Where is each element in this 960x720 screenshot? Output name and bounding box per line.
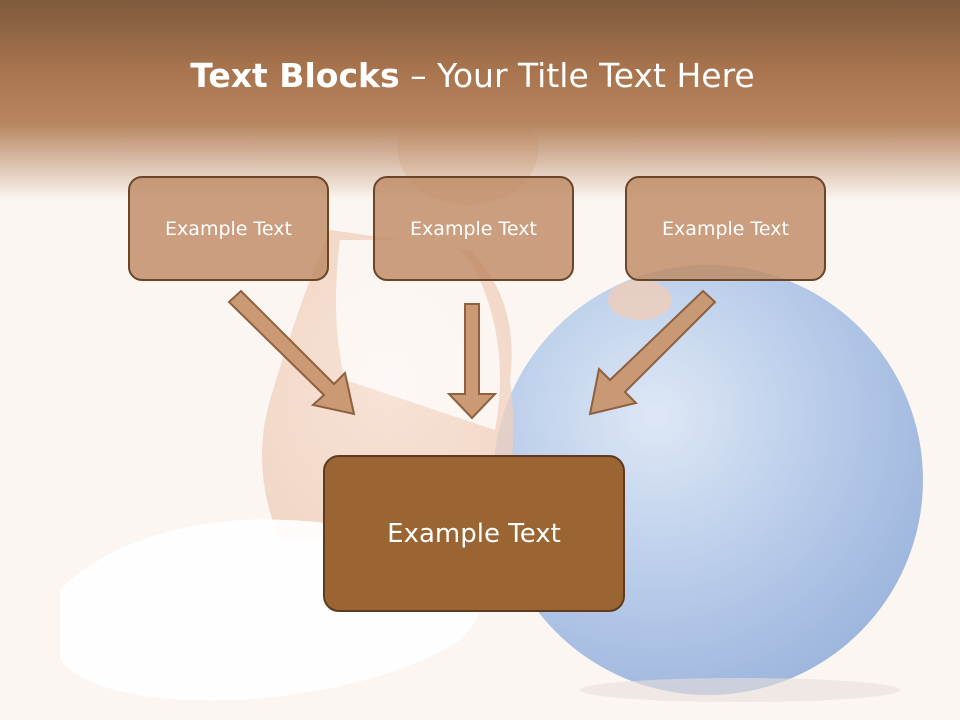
example-text-block-3: Example Text xyxy=(625,176,826,281)
title-rest: Your Title Text Here xyxy=(437,56,755,95)
arrow-right-shape xyxy=(588,289,717,416)
main-block-label: Example Text xyxy=(387,518,561,549)
block-1-label: Example Text xyxy=(165,217,292,240)
slide-title: Text Blocks – Your Title Text Here xyxy=(0,52,945,100)
arrow-center-shape xyxy=(446,303,498,420)
hand xyxy=(608,280,672,320)
floor-shadow xyxy=(580,678,900,702)
block-3-label: Example Text xyxy=(662,217,789,240)
main-text-block: Example Text xyxy=(323,455,625,612)
title-dash: – xyxy=(410,56,427,95)
block-2-label: Example Text xyxy=(410,217,537,240)
arrow-left-shape xyxy=(227,289,356,416)
example-text-block-2: Example Text xyxy=(373,176,574,281)
example-text-block-1: Example Text xyxy=(128,176,329,281)
white-top xyxy=(336,240,500,430)
header-band xyxy=(0,0,960,200)
title-bold: Text Blocks xyxy=(190,56,400,95)
